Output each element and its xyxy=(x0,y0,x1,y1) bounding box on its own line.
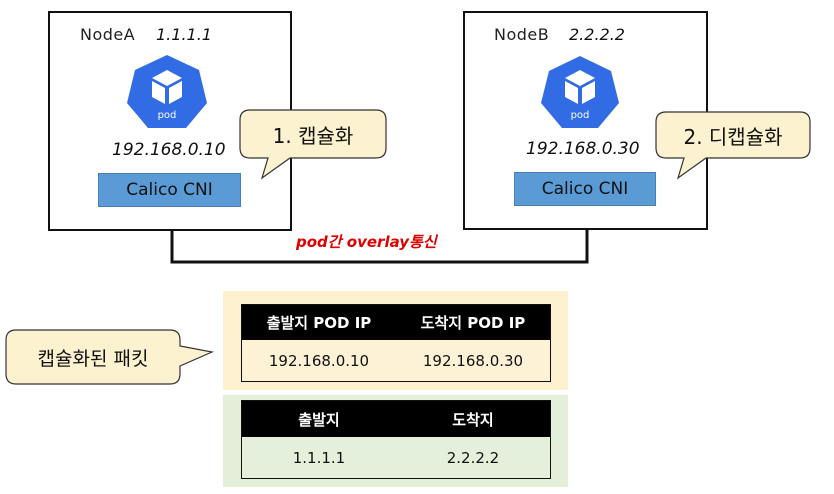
node-b-name: NodeB xyxy=(494,25,550,44)
encap-callout-text: 1. 캡슐화 xyxy=(272,123,354,148)
pod-a-label: pod xyxy=(157,110,177,121)
inner-cell-dst: 192.168.0.30 xyxy=(422,351,524,370)
outer-header-src: 출발지 xyxy=(242,401,396,437)
node-a-cni: Calico CNI xyxy=(98,173,241,207)
node-a-pod-ip: 192.168.0.10 xyxy=(112,140,226,160)
inner-header-dst: 도착지 POD IP xyxy=(396,305,550,340)
outer-header-dst: 도착지 xyxy=(396,401,550,437)
inner-header-src: 출발지 POD IP xyxy=(242,305,396,340)
node-a-name: NodeA xyxy=(80,25,136,44)
outer-cell-src: 1.1.1.1 xyxy=(292,448,346,467)
node-a-ip: 1.1.1.1 xyxy=(156,25,212,44)
overlay-label: pod간 overlay통신 xyxy=(296,233,437,251)
outer-cell-dst: 2.2.2.2 xyxy=(446,448,500,467)
decap-callout-text: 2. 디캡슐화 xyxy=(683,124,783,149)
node-b-pod-ip: 192.168.0.30 xyxy=(526,139,640,159)
pod-b-label: pod xyxy=(570,110,590,121)
inner-cell-src: 192.168.0.10 xyxy=(268,351,370,370)
node-b-ip: 2.2.2.2 xyxy=(569,25,625,44)
packet-callout-text: 캡슐화된 패킷 xyxy=(37,347,149,370)
node-b-cni: Calico CNI xyxy=(514,172,656,206)
